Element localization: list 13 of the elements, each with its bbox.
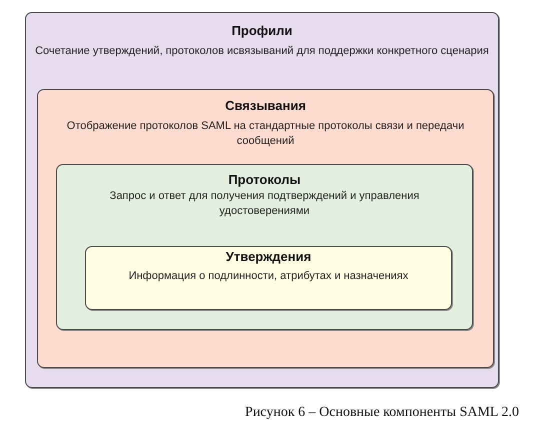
layer-title: Профили <box>232 23 292 39</box>
layer-title: Утверждения <box>226 249 312 265</box>
layer-box <box>25 12 499 388</box>
layer-box <box>56 164 473 330</box>
layer-description: Отображение протоколов SAML на стандартные протоколы связи и передачи сообщений <box>66 119 466 149</box>
layer-description: Информация о подлинности, атрибутах и назначениях <box>128 269 408 284</box>
layer-title: Протоколы <box>228 172 301 188</box>
layer-description: Сочетание утверждений, протоколов исвязываний для поддержки конкретного сценария <box>35 44 489 59</box>
layer-description: Запрос и ответ для получения подтверждений и управления удостоверениями <box>108 189 420 219</box>
figure-caption: Рисунок 6 – Основные компоненты SAML 2.0 <box>245 404 519 422</box>
layer-title: Связывания <box>225 98 306 114</box>
layer-box <box>37 89 494 368</box>
layer-box <box>85 246 452 310</box>
